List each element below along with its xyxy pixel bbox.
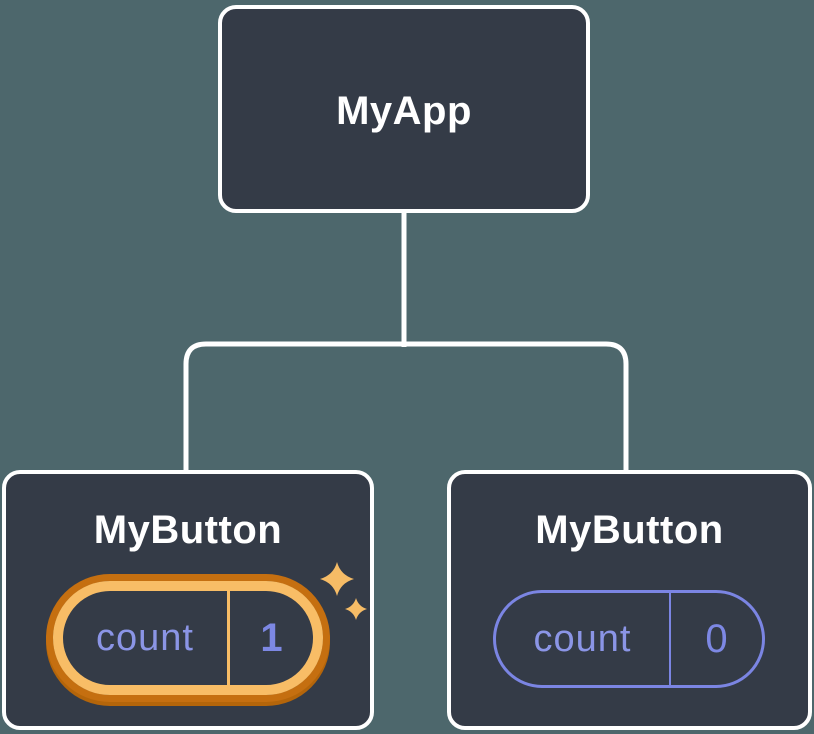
state-pill-default: count 0 bbox=[493, 590, 765, 688]
pill-divider bbox=[669, 593, 671, 685]
root-node: MyApp bbox=[218, 5, 590, 213]
child-node-highlighted: MyButton count 1 bbox=[2, 470, 374, 730]
state-pill-highlighted: count 1 bbox=[53, 581, 323, 695]
state-key-label: count bbox=[533, 617, 632, 660]
state-value: 0 bbox=[705, 616, 728, 661]
child-node-default: MyButton count 0 bbox=[447, 470, 812, 730]
child-node-label: MyButton bbox=[93, 508, 283, 552]
child-node-label: MyButton bbox=[535, 508, 724, 552]
state-key-label: count bbox=[96, 616, 194, 659]
pill-divider bbox=[227, 591, 230, 685]
root-node-label: MyApp bbox=[336, 89, 472, 133]
state-value: 1 bbox=[260, 615, 283, 660]
